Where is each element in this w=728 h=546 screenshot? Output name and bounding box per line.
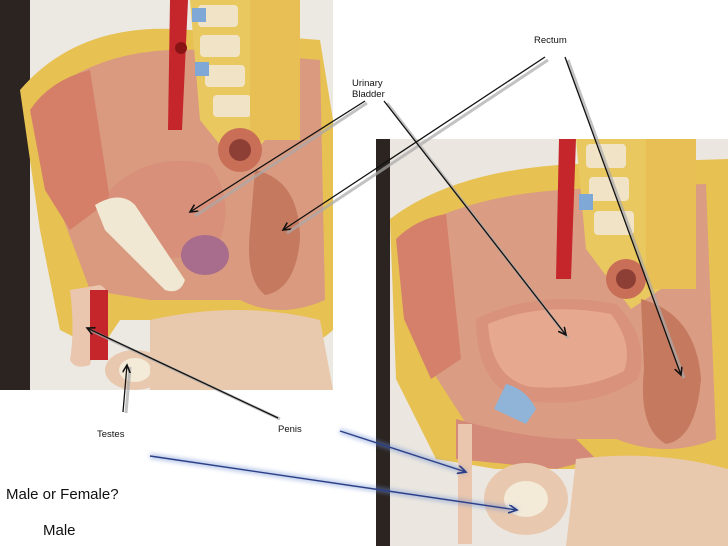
urinary-bladder-label-line1: Urinary bbox=[352, 78, 383, 89]
question-text: Male or Female? bbox=[6, 486, 119, 503]
arrow-group-black bbox=[87, 56, 681, 419]
testes-label: Testes bbox=[97, 429, 125, 440]
arrow-shadow-bladder-left bbox=[194, 101, 368, 218]
rectum-label: Rectum bbox=[534, 35, 567, 46]
arrow-glow-testes bbox=[149, 455, 517, 510]
arrow-rectum-left bbox=[283, 56, 546, 230]
arrow-group-glow bbox=[149, 428, 517, 510]
arrow-testes bbox=[122, 365, 127, 413]
arrow-glow-penis bbox=[339, 430, 466, 472]
urinary-bladder-label: Urinary Bladder bbox=[352, 78, 385, 100]
arrow-shadow-rectum-right bbox=[566, 59, 686, 379]
arrow-bladder-left bbox=[190, 100, 366, 212]
arrow-shadow-rectum-left bbox=[286, 58, 549, 235]
arrow-shadow-testes bbox=[124, 366, 132, 414]
arrow-group-shadows bbox=[89, 58, 686, 421]
anatomy-model-photo-left bbox=[0, 0, 333, 390]
penis-label: Penis bbox=[278, 424, 302, 435]
arrow-rectum-right bbox=[564, 56, 681, 375]
answer-text: Male bbox=[43, 522, 76, 539]
arrow-penis bbox=[87, 328, 279, 419]
urinary-bladder-label-line2: Bladder bbox=[352, 89, 385, 100]
arrow-bladder-right bbox=[383, 100, 566, 335]
